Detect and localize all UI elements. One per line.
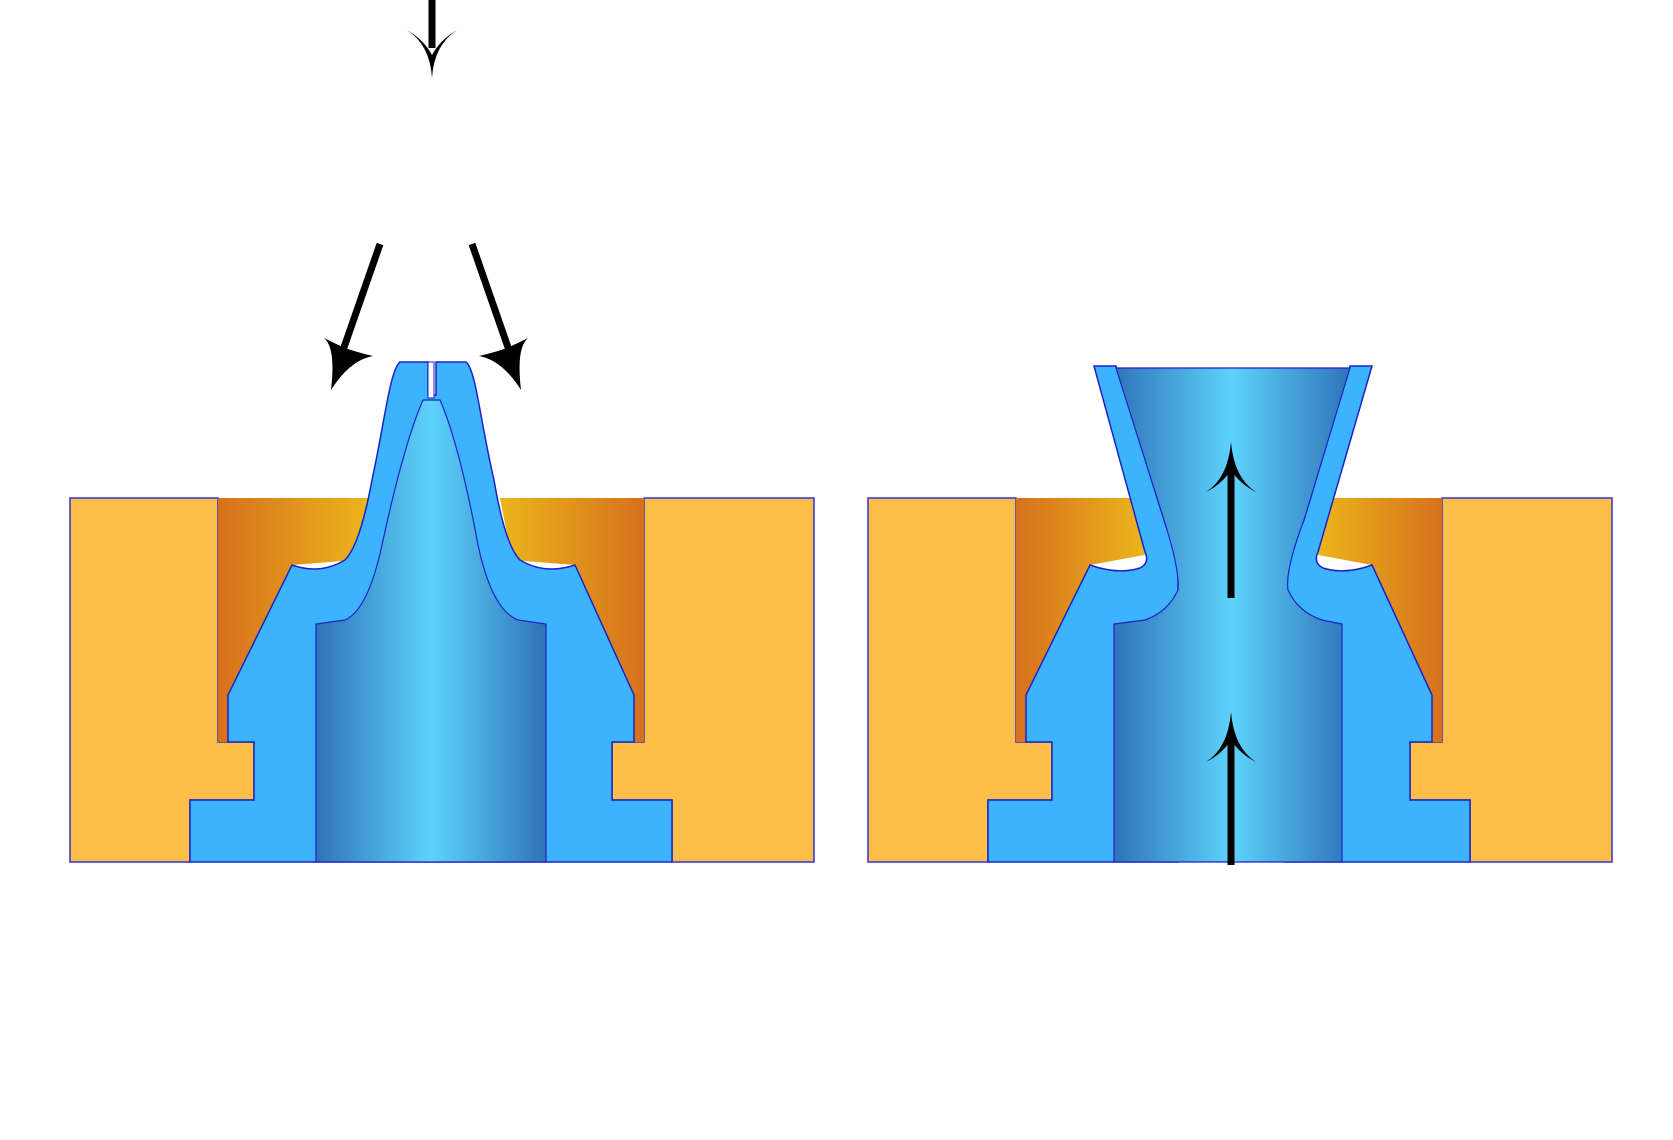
bore-open xyxy=(1113,367,1351,863)
bore-closed xyxy=(315,399,547,863)
inward-arrow-left-icon xyxy=(324,242,384,390)
upward-arrow-top-icon xyxy=(1206,442,1256,598)
open-valve-panel xyxy=(867,365,1613,865)
upward-arrow-bottom-icon xyxy=(1206,712,1256,865)
closed-slit xyxy=(427,361,435,399)
chamber-right xyxy=(1318,498,1442,742)
inward-arrow-right-icon xyxy=(468,242,528,390)
chamber-left xyxy=(218,498,370,742)
downward-arrow-icon xyxy=(407,0,457,78)
chamber-right xyxy=(500,498,644,742)
closed-valve-panel xyxy=(69,0,815,863)
chamber-left xyxy=(1016,498,1145,742)
